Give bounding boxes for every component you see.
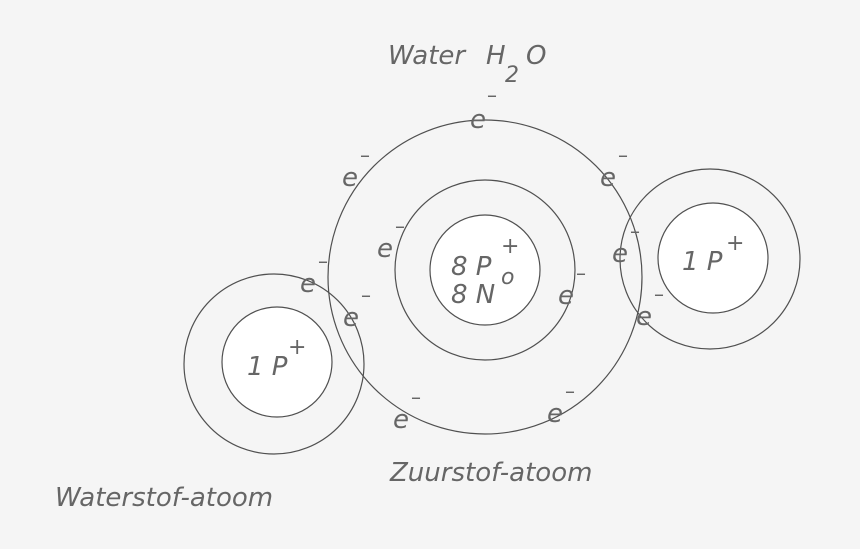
electron-charge: – bbox=[360, 143, 370, 167]
hydrogen-right-atom: 1 P + bbox=[619, 168, 801, 350]
oxygen-protons: 8 P bbox=[451, 252, 492, 282]
electron-charge: – bbox=[630, 219, 640, 243]
hydrogen-left-protons: 1 P bbox=[247, 352, 288, 382]
electron-symbol: e bbox=[600, 163, 616, 193]
electron-symbol: e bbox=[300, 269, 316, 299]
hydrogen-left-nucleus bbox=[221, 306, 333, 418]
hydrogen-left-shell bbox=[183, 273, 365, 455]
electron-charge: – bbox=[318, 249, 328, 273]
oxygen-proton-charge: + bbox=[501, 234, 519, 259]
title-formula-h: H bbox=[486, 41, 506, 71]
oxygen-neutrons: 8 N bbox=[451, 280, 495, 310]
electron-symbol: e bbox=[393, 405, 409, 435]
hydrogen-right-protons: 1 P bbox=[682, 247, 723, 277]
electron-charge: – bbox=[654, 282, 664, 306]
oxygen-atom: 8 P + o 8 N bbox=[327, 119, 643, 435]
oxygen-outer-shell bbox=[327, 119, 643, 435]
title-formula-o: O bbox=[526, 41, 546, 71]
electron: e – bbox=[600, 143, 628, 193]
hydrogen-right-proton-charge: + bbox=[726, 231, 744, 256]
electron: e – bbox=[636, 282, 664, 332]
title-formula-subscript: 2 bbox=[505, 63, 519, 88]
electron: e – bbox=[377, 214, 405, 264]
electron-charge: – bbox=[411, 385, 421, 409]
hydrogen-left-proton-charge: + bbox=[288, 335, 306, 360]
electron-charge: – bbox=[395, 214, 405, 238]
title-word: Water bbox=[388, 41, 467, 71]
electron-symbol: e bbox=[343, 303, 359, 333]
oxygen-nucleus bbox=[429, 214, 541, 326]
electron: e – bbox=[300, 249, 328, 299]
hydrogen-atom-label: Waterstof-atoom bbox=[55, 483, 273, 513]
electron-charge: – bbox=[361, 283, 371, 307]
oxygen-inner-shell bbox=[394, 179, 576, 361]
electron: e – bbox=[393, 385, 421, 435]
electron-charge: – bbox=[576, 261, 586, 285]
electron-charge: – bbox=[565, 379, 575, 403]
electron-symbol: e bbox=[547, 399, 563, 429]
electron-charge: – bbox=[487, 83, 497, 107]
electron: e – bbox=[547, 379, 575, 429]
hydrogen-right-shell bbox=[619, 168, 801, 350]
electron: e – bbox=[470, 83, 497, 135]
electron-symbol: e bbox=[612, 239, 628, 269]
oxygen-atom-label: Zuurstof-atoom bbox=[389, 458, 592, 488]
electron: e – bbox=[612, 219, 640, 269]
electron: e – bbox=[342, 143, 370, 193]
hydrogen-right-nucleus bbox=[657, 202, 769, 314]
electron-symbol: e bbox=[636, 302, 652, 332]
electron-symbol: e bbox=[558, 281, 574, 311]
electron: e – bbox=[343, 283, 371, 333]
electron-symbol: e bbox=[470, 105, 486, 135]
hydrogen-left-atom: 1 P + bbox=[183, 273, 365, 455]
electron: e – bbox=[558, 261, 586, 311]
electron-symbol: e bbox=[377, 234, 393, 264]
oxygen-neutron-sup: o bbox=[501, 265, 514, 290]
electron-symbol: e bbox=[342, 163, 358, 193]
electron-charge: – bbox=[618, 143, 628, 167]
